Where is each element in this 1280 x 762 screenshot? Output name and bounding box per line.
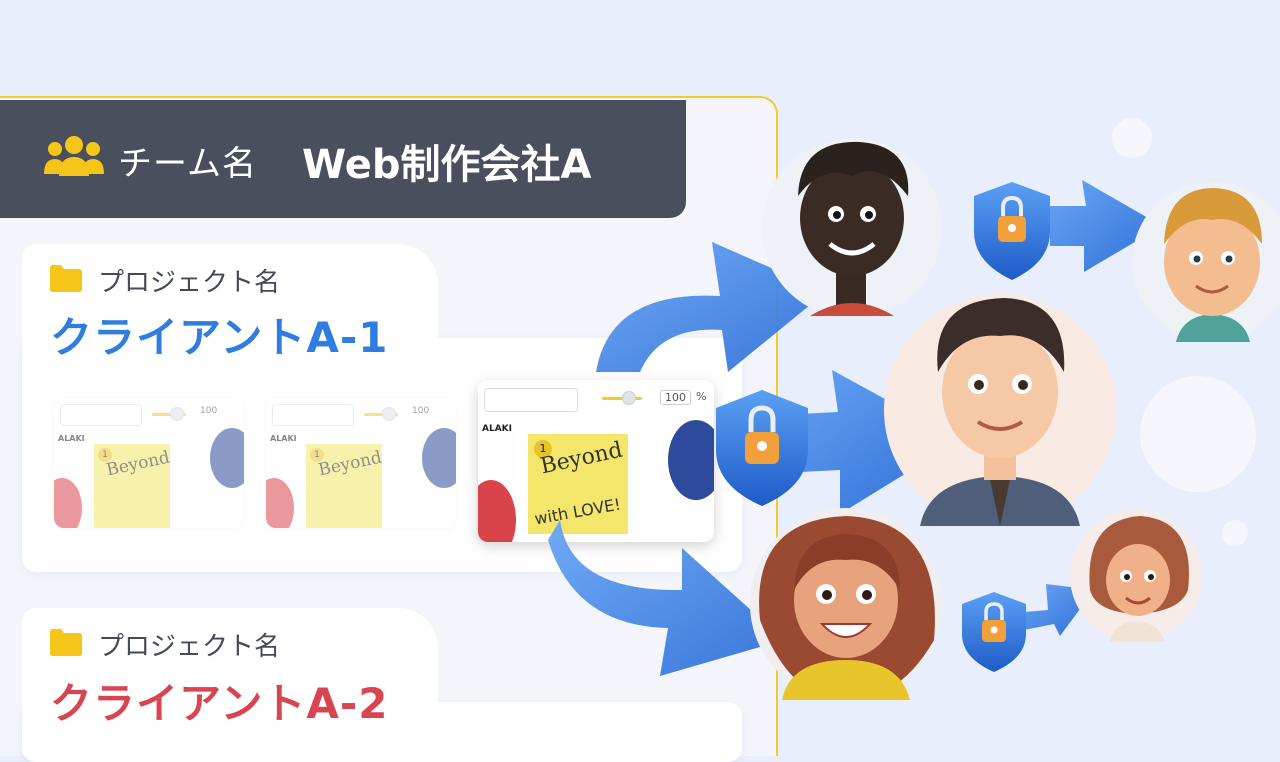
project-tab-2 — [22, 608, 438, 728]
arrow-icon — [548, 520, 784, 676]
folder-icon — [50, 265, 82, 292]
arrow-icon — [1050, 180, 1162, 272]
bubble — [1140, 376, 1256, 492]
team-icon — [44, 136, 104, 176]
client-name-2: クライアントA-2 — [50, 679, 389, 728]
arrow-icon — [596, 242, 826, 372]
team-label: チーム名 — [118, 144, 257, 184]
shield-lock-icon — [962, 592, 1026, 672]
project-label-2: プロジェクト名 — [98, 632, 281, 662]
shield-lock-icon — [974, 182, 1050, 280]
thumbnail-2[interactable]: 100 ALAKI 1 Beyond — [266, 398, 456, 528]
project-label-1: プロジェクト名 — [98, 268, 281, 298]
avatar-user-4 — [1132, 182, 1280, 342]
arrow-icon — [760, 370, 960, 514]
thumbnail-1[interactable]: 100 ALAKI 1 Beyond — [54, 398, 244, 528]
avatar-user-5 — [1070, 510, 1202, 642]
folder-icon — [50, 629, 82, 656]
bubble — [1222, 520, 1248, 546]
avatar-user-1 — [762, 138, 942, 318]
bubble — [1112, 118, 1152, 158]
project-tab-1 — [22, 244, 438, 364]
thumbnail-3[interactable]: 100 % ALAKI 1 Beyond with LOVE! — [478, 380, 714, 542]
team-name: Web制作会社A — [302, 142, 592, 188]
client-name-1: クライアントA-1 — [50, 313, 389, 362]
avatar-user-3 — [750, 508, 942, 700]
team-header — [0, 100, 686, 218]
avatar-user-2 — [884, 294, 1116, 526]
shield-lock-icon — [716, 390, 808, 506]
